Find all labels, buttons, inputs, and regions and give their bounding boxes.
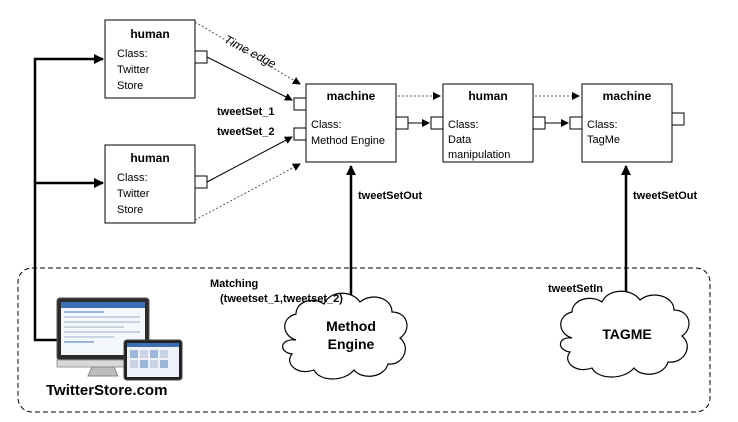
twitterstore-link — [33, 54, 104, 342]
node-human-1-class-label: Class: — [117, 48, 148, 60]
time-edge-human2-machine1 — [194, 163, 301, 221]
cloud-method-engine — [282, 292, 408, 380]
tweetset-1-label: tweetSet_1 — [217, 106, 275, 118]
matching-label-line-2: (tweetset_1,tweetset_2) — [220, 293, 343, 305]
node-box-machine-2 — [581, 83, 673, 163]
node-human-2-title: human — [130, 151, 170, 165]
node-human-3-class-line-2: manipulation — [448, 149, 511, 161]
twitterstore-region — [17, 267, 711, 413]
cloud-tagme-line-1: TAGME — [602, 326, 652, 342]
node-human-1-class-line-2: Store — [117, 80, 144, 92]
node-human-2-class-line-1: Twitter — [117, 188, 150, 200]
node-human-1-class-line-1: Twitter — [117, 64, 150, 76]
edge-tweetset-2 — [206, 136, 293, 183]
node-box-human-2 — [104, 144, 196, 224]
edge-tweetset-1 — [206, 56, 293, 101]
tweetsetin-label: tweetSetIn — [548, 283, 604, 295]
tweetsetout-left-label: tweetSetOut — [358, 190, 423, 202]
cloud-method-engine-line-2: Engine — [327, 336, 375, 352]
port-human2-out — [194, 175, 208, 189]
port-machine1-in1 — [293, 97, 307, 111]
port-human1-out — [194, 50, 208, 64]
node-human-3-class-label: Class: — [448, 119, 479, 131]
node-human-1-title: human — [130, 27, 170, 41]
time-edge-human1-machine1 — [194, 21, 301, 85]
tweetset-2-label: tweetSet_2 — [217, 126, 275, 138]
port-human3-in — [430, 116, 444, 130]
port-machine2-out — [671, 112, 685, 126]
node-machine-2-class-label: Class: — [587, 119, 618, 131]
node-human-2-class-line-2: Store — [117, 204, 144, 216]
node-machine-2-class-line-1: TagMe — [587, 134, 621, 146]
cloud-tagme — [559, 290, 690, 378]
node-box-machine-1 — [305, 83, 397, 163]
node-human-2-class-label: Class: — [117, 172, 148, 184]
twitterstore-site-label: TwitterStore.com — [46, 382, 168, 399]
node-machine-1-class-line-1: Method Engine — [311, 135, 385, 147]
node-machine-1-title: machine — [326, 89, 376, 103]
node-box-human-3 — [442, 83, 534, 163]
twitterstore-computer-icon — [56, 297, 183, 381]
port-machine1-in2 — [293, 127, 307, 141]
matching-label-line-1: Matching — [210, 278, 259, 290]
node-box-human-1 — [104, 19, 196, 99]
node-machine-1-class-label: Class: — [311, 119, 342, 131]
node-human-3-class-line-1: Data — [448, 134, 472, 146]
node-human-3-title: human — [468, 89, 508, 103]
port-human3-out — [532, 116, 546, 130]
tweetsetout-right-label: tweetSetOut — [633, 190, 698, 202]
port-machine2-in — [569, 116, 583, 130]
cloud-method-engine-line-1: Method — [326, 318, 376, 334]
port-machine1-out — [395, 116, 409, 130]
node-machine-2-title: machine — [602, 89, 652, 103]
